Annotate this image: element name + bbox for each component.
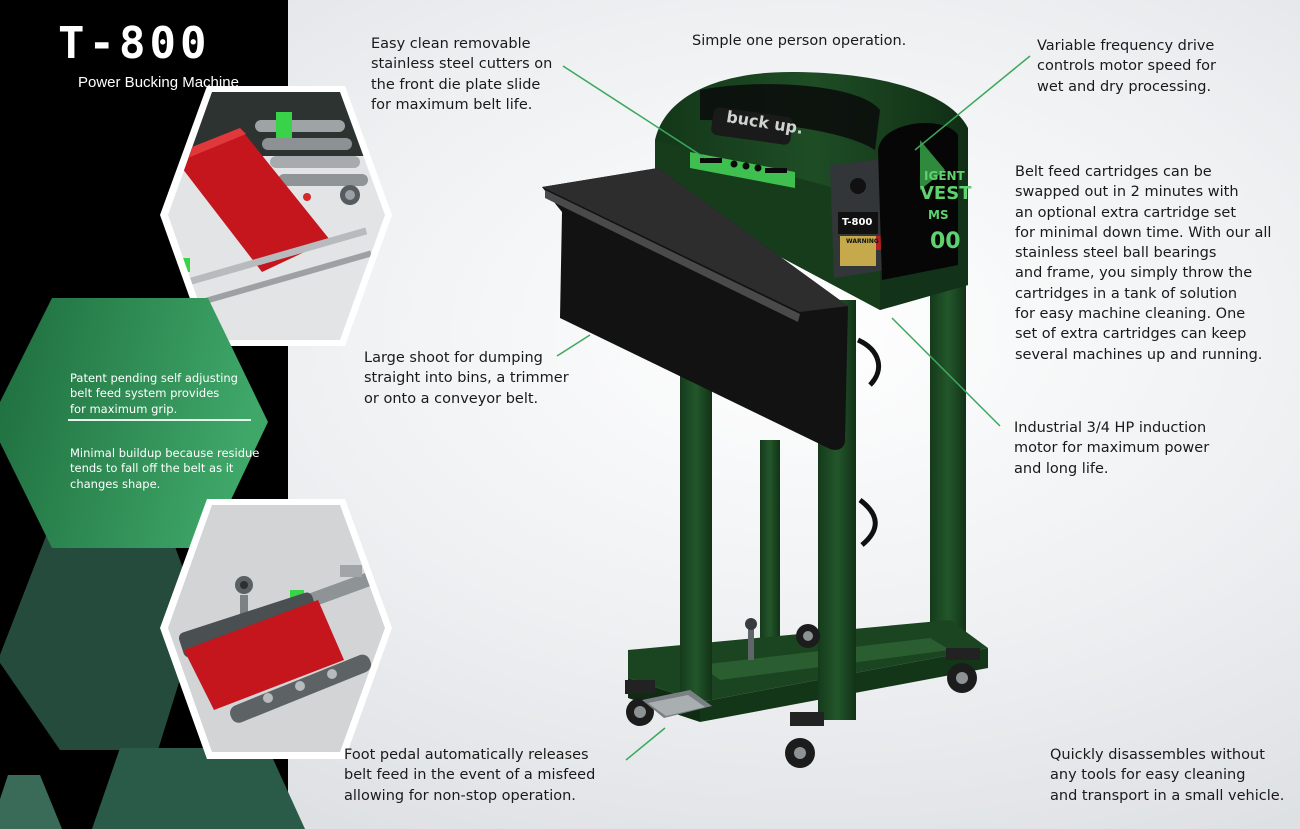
product-subtitle: Power Bucking Machine: [78, 74, 239, 91]
product-title: T-800: [58, 18, 211, 69]
feature-minimal-buildup: Minimal buildup because residue tends to…: [70, 445, 260, 491]
hex-dark-left: [0, 500, 200, 750]
side-logo-line-1: IGENT: [924, 169, 965, 183]
red-belt: [172, 128, 330, 272]
hex-light-bottom-left: [0, 775, 62, 829]
feature-divider: [68, 419, 251, 421]
annotation-cartridges: Belt feed cartridges can be swapped out …: [1015, 164, 1272, 363]
red-knob: [303, 193, 311, 201]
speed-dial: [850, 178, 866, 194]
leader-pedal: [625, 727, 666, 761]
red-belt-cartridge: [184, 600, 344, 710]
control-panel-label: T-800: [842, 217, 873, 228]
side-logo-line-3: MS: [928, 208, 949, 222]
side-logo-line-2: VEST: [920, 183, 972, 204]
hex-dark-bottom: [92, 748, 305, 829]
annotation-motor: Industrial 3/4 HP induction motor for ma…: [1014, 420, 1210, 477]
annotation-cutters: Easy clean removable stainless steel cut…: [371, 36, 553, 113]
warning-label: WARNING: [846, 238, 879, 245]
annotation-pedal: Foot pedal automatically releases belt f…: [344, 747, 596, 804]
caster-wheels: [625, 624, 980, 768]
annotation-chute: Large shoot for dumping straight into bi…: [364, 350, 569, 407]
leader-motor: [891, 317, 1001, 427]
annotation-disassemble: Quickly disassembles without any tools f…: [1050, 747, 1285, 804]
feature-belt-grip: Patent pending self adjusting belt feed …: [70, 370, 238, 416]
leader-cutters: [562, 65, 706, 159]
dump-chute: [542, 168, 848, 450]
leader-chute: [556, 334, 591, 357]
leader-vfd: [914, 55, 1031, 151]
annotation-vfd: Variable frequency drive controls motor …: [1037, 38, 1216, 95]
side-logo-line-4: 00: [930, 229, 961, 254]
annotation-one-person: Simple one person operation.: [692, 33, 907, 49]
